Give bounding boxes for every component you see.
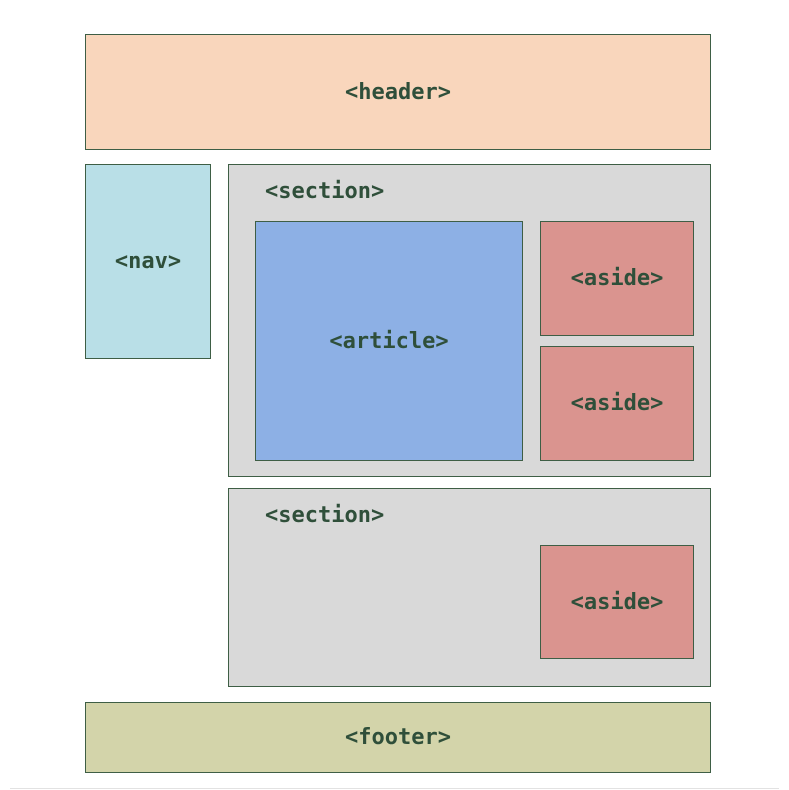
footer-box: <footer> xyxy=(85,702,711,773)
footer-label: <footer> xyxy=(345,725,451,750)
section-label-2: <section> xyxy=(265,503,385,528)
nav-box: <nav> xyxy=(85,164,211,359)
article-box: <article> xyxy=(255,221,523,461)
aside-box-3: <aside> xyxy=(540,545,694,659)
section-label-1: <section> xyxy=(265,179,385,204)
aside-label-2: <aside> xyxy=(570,391,664,416)
article-label: <article> xyxy=(329,328,449,354)
header-label: <header> xyxy=(345,79,451,105)
header-box: <header> xyxy=(85,34,711,150)
aside-box-1: <aside> xyxy=(540,221,694,336)
aside-label-3: <aside> xyxy=(570,589,664,615)
aside-box-2: <aside> xyxy=(540,346,694,461)
aside-label-1: <aside> xyxy=(570,266,664,291)
nav-label: <nav> xyxy=(114,249,182,274)
bottom-divider xyxy=(10,788,779,789)
